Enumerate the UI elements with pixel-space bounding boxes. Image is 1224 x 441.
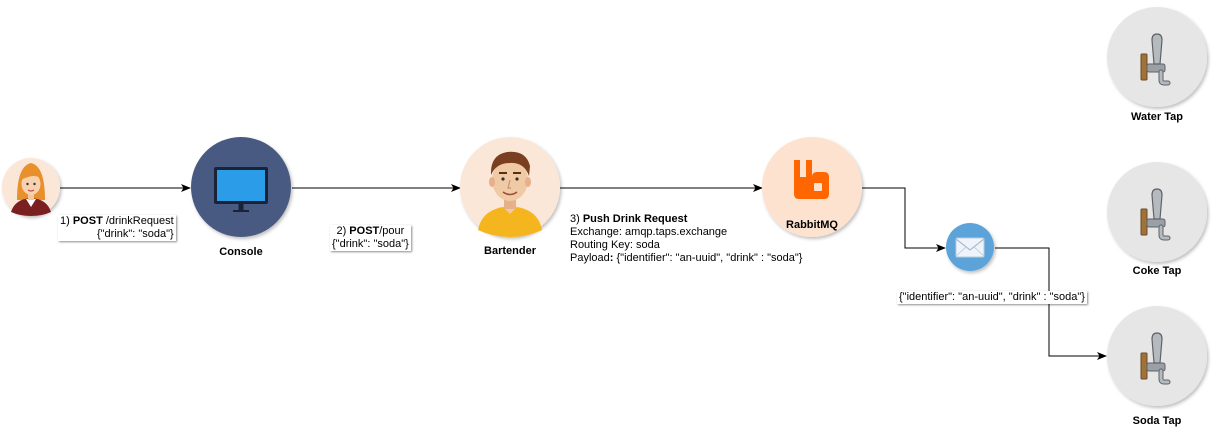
rabbitmq-label: RabbitMQ — [786, 219, 838, 231]
woman-avatar-icon — [11, 163, 51, 216]
step2-label: 2) POST/pour {"drink": "soda"} — [330, 225, 411, 251]
step3-payload-value: {"identifier": "an-uuid", "drink" : "sod… — [616, 252, 803, 264]
step3-title: Push Drink Request — [582, 213, 688, 225]
step3-exchange: Exchange: amqp.taps.exchange — [570, 226, 728, 238]
step1-label: 1) POST /drinkRequest {"drink": "soda"} — [58, 215, 176, 241]
arrow-rabbitmq-to-message — [862, 187, 946, 252]
step1-body: {"drink": "soda"} — [96, 228, 174, 240]
coke-tap-label: Coke Tap — [1132, 265, 1182, 277]
step2-body: {"drink": "soda"} — [332, 238, 409, 250]
step2-path: /pour — [379, 225, 405, 237]
step2-number: 2) — [336, 225, 350, 237]
step3-payload-label: Payload — [570, 252, 610, 264]
water-tap-label: Water Tap — [1131, 111, 1183, 123]
step1-method: POST — [72, 215, 103, 227]
step3-payload-line: Payload: {"identifier": "an-uuid", "drin… — [570, 252, 802, 265]
bartender-label: Bartender — [484, 245, 536, 257]
envelope-icon — [955, 237, 985, 258]
man-avatar-icon — [478, 151, 542, 237]
step4-message-label: {"identifier": "an-uuid", "drink" : "sod… — [897, 291, 1087, 304]
console-label: Console — [219, 246, 263, 258]
step1-number: 1) — [60, 215, 73, 227]
step3-payload-colon: : — [609, 252, 617, 264]
soda-tap-label: Soda Tap — [1132, 415, 1182, 427]
step1-request-line: 1) POST /drinkRequest — [60, 215, 174, 228]
step2-request-line: 2) POST/pour — [332, 225, 409, 238]
step3-number: 3) — [570, 213, 583, 225]
rabbitmq-logo-icon — [794, 160, 829, 199]
step3-label: 3) Push Drink Request Exchange: amqp.tap… — [570, 213, 802, 265]
monitor-icon — [214, 167, 268, 212]
step3-routing-key: Routing Key: soda — [570, 239, 660, 251]
step1-path: /drinkRequest — [102, 215, 174, 227]
step3-title-line: 3) Push Drink Request — [570, 213, 802, 226]
step2-method: POST — [349, 225, 380, 237]
